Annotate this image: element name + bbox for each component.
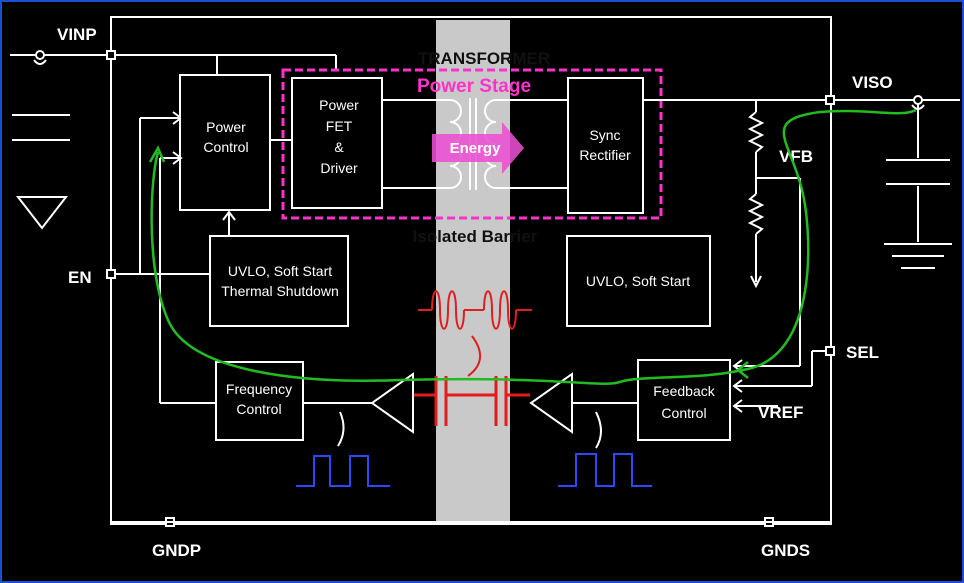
- uvlo-secondary-block: UVLO, Soft Start: [566, 235, 711, 327]
- feedback-control-line1: Feedback: [653, 383, 715, 399]
- frequency-return-wire: [159, 151, 216, 404]
- power-control-line2: Control: [203, 139, 248, 155]
- feedback-path-arrowhead-right: [735, 361, 749, 379]
- pulse-train-right: [558, 411, 652, 487]
- sync-rectifier-line1: Sync: [589, 127, 620, 143]
- power-fet-line2: FET: [326, 118, 353, 134]
- power-control-block: Power Control: [179, 74, 271, 211]
- vref-wire: [732, 399, 778, 413]
- viso-wire: [643, 95, 960, 110]
- frequency-control-line2: Control: [236, 401, 281, 417]
- vref-label: VREF: [758, 403, 803, 422]
- transformer-label: TRANSFORMER: [418, 49, 550, 68]
- vinp-label: VINP: [57, 25, 97, 44]
- power-stage-frame: [281, 68, 663, 220]
- red-capacitor-pair: [413, 376, 530, 426]
- feedback-control-block: Feedback Control: [637, 359, 731, 441]
- red-coupling-coils: [418, 290, 532, 330]
- vfb-label: VFB: [779, 147, 813, 166]
- viso-label: VISO: [852, 73, 893, 92]
- vinp-pin: [106, 50, 116, 60]
- en-label: EN: [68, 268, 92, 287]
- energy-arrow: [432, 122, 524, 174]
- en-pin: [106, 269, 116, 279]
- power-fet-block: Power FET & Driver: [291, 77, 383, 209]
- gnds-label: GNDS: [761, 541, 810, 560]
- viso-pin: [825, 95, 835, 105]
- power-fet-line4: Driver: [320, 160, 358, 176]
- isolated-barrier-label: Isolated Barrier: [413, 227, 538, 246]
- feedback-divider: [732, 100, 801, 373]
- power-stage-label: Power Stage: [417, 76, 531, 97]
- red-coupling-link: [467, 335, 481, 377]
- power-fet-line1: Power: [319, 97, 359, 113]
- sync-rectifier-block: Sync Rectifier: [567, 77, 644, 214]
- sel-wire: [732, 350, 826, 393]
- feedback-path-arrowhead: [148, 145, 166, 163]
- feedback-control-line2: Control: [661, 405, 706, 421]
- uvlo-secondary-line1: UVLO, Soft Start: [586, 273, 690, 289]
- sel-pin: [825, 346, 835, 356]
- sync-rectifier-line2: Rectifier: [579, 147, 631, 163]
- power-fet-line3: &: [334, 139, 344, 155]
- ground-symbol-left: [12, 114, 70, 230]
- uvlo-primary-line1: UVLO, Soft Start: [228, 263, 332, 279]
- sel-label: SEL: [846, 343, 879, 362]
- energy-label: Energy: [450, 140, 502, 157]
- isolation-barrier: [436, 20, 510, 522]
- frequency-control-block: Frequency Control: [215, 361, 304, 441]
- uvlo-primary-block: UVLO, Soft Start Thermal Shutdown: [209, 235, 349, 327]
- pulse-train-left: [296, 411, 390, 487]
- frequency-control-line1: Frequency: [226, 381, 292, 397]
- feedback-path: [150, 108, 917, 385]
- output-capacitor: [884, 104, 952, 269]
- buffer-left: [370, 372, 414, 434]
- uvlo-primary-line2: Thermal Shutdown: [221, 283, 339, 299]
- gndp-label: GNDP: [152, 541, 201, 560]
- power-control-line1: Power: [206, 119, 246, 135]
- vinp-wire: [10, 50, 337, 75]
